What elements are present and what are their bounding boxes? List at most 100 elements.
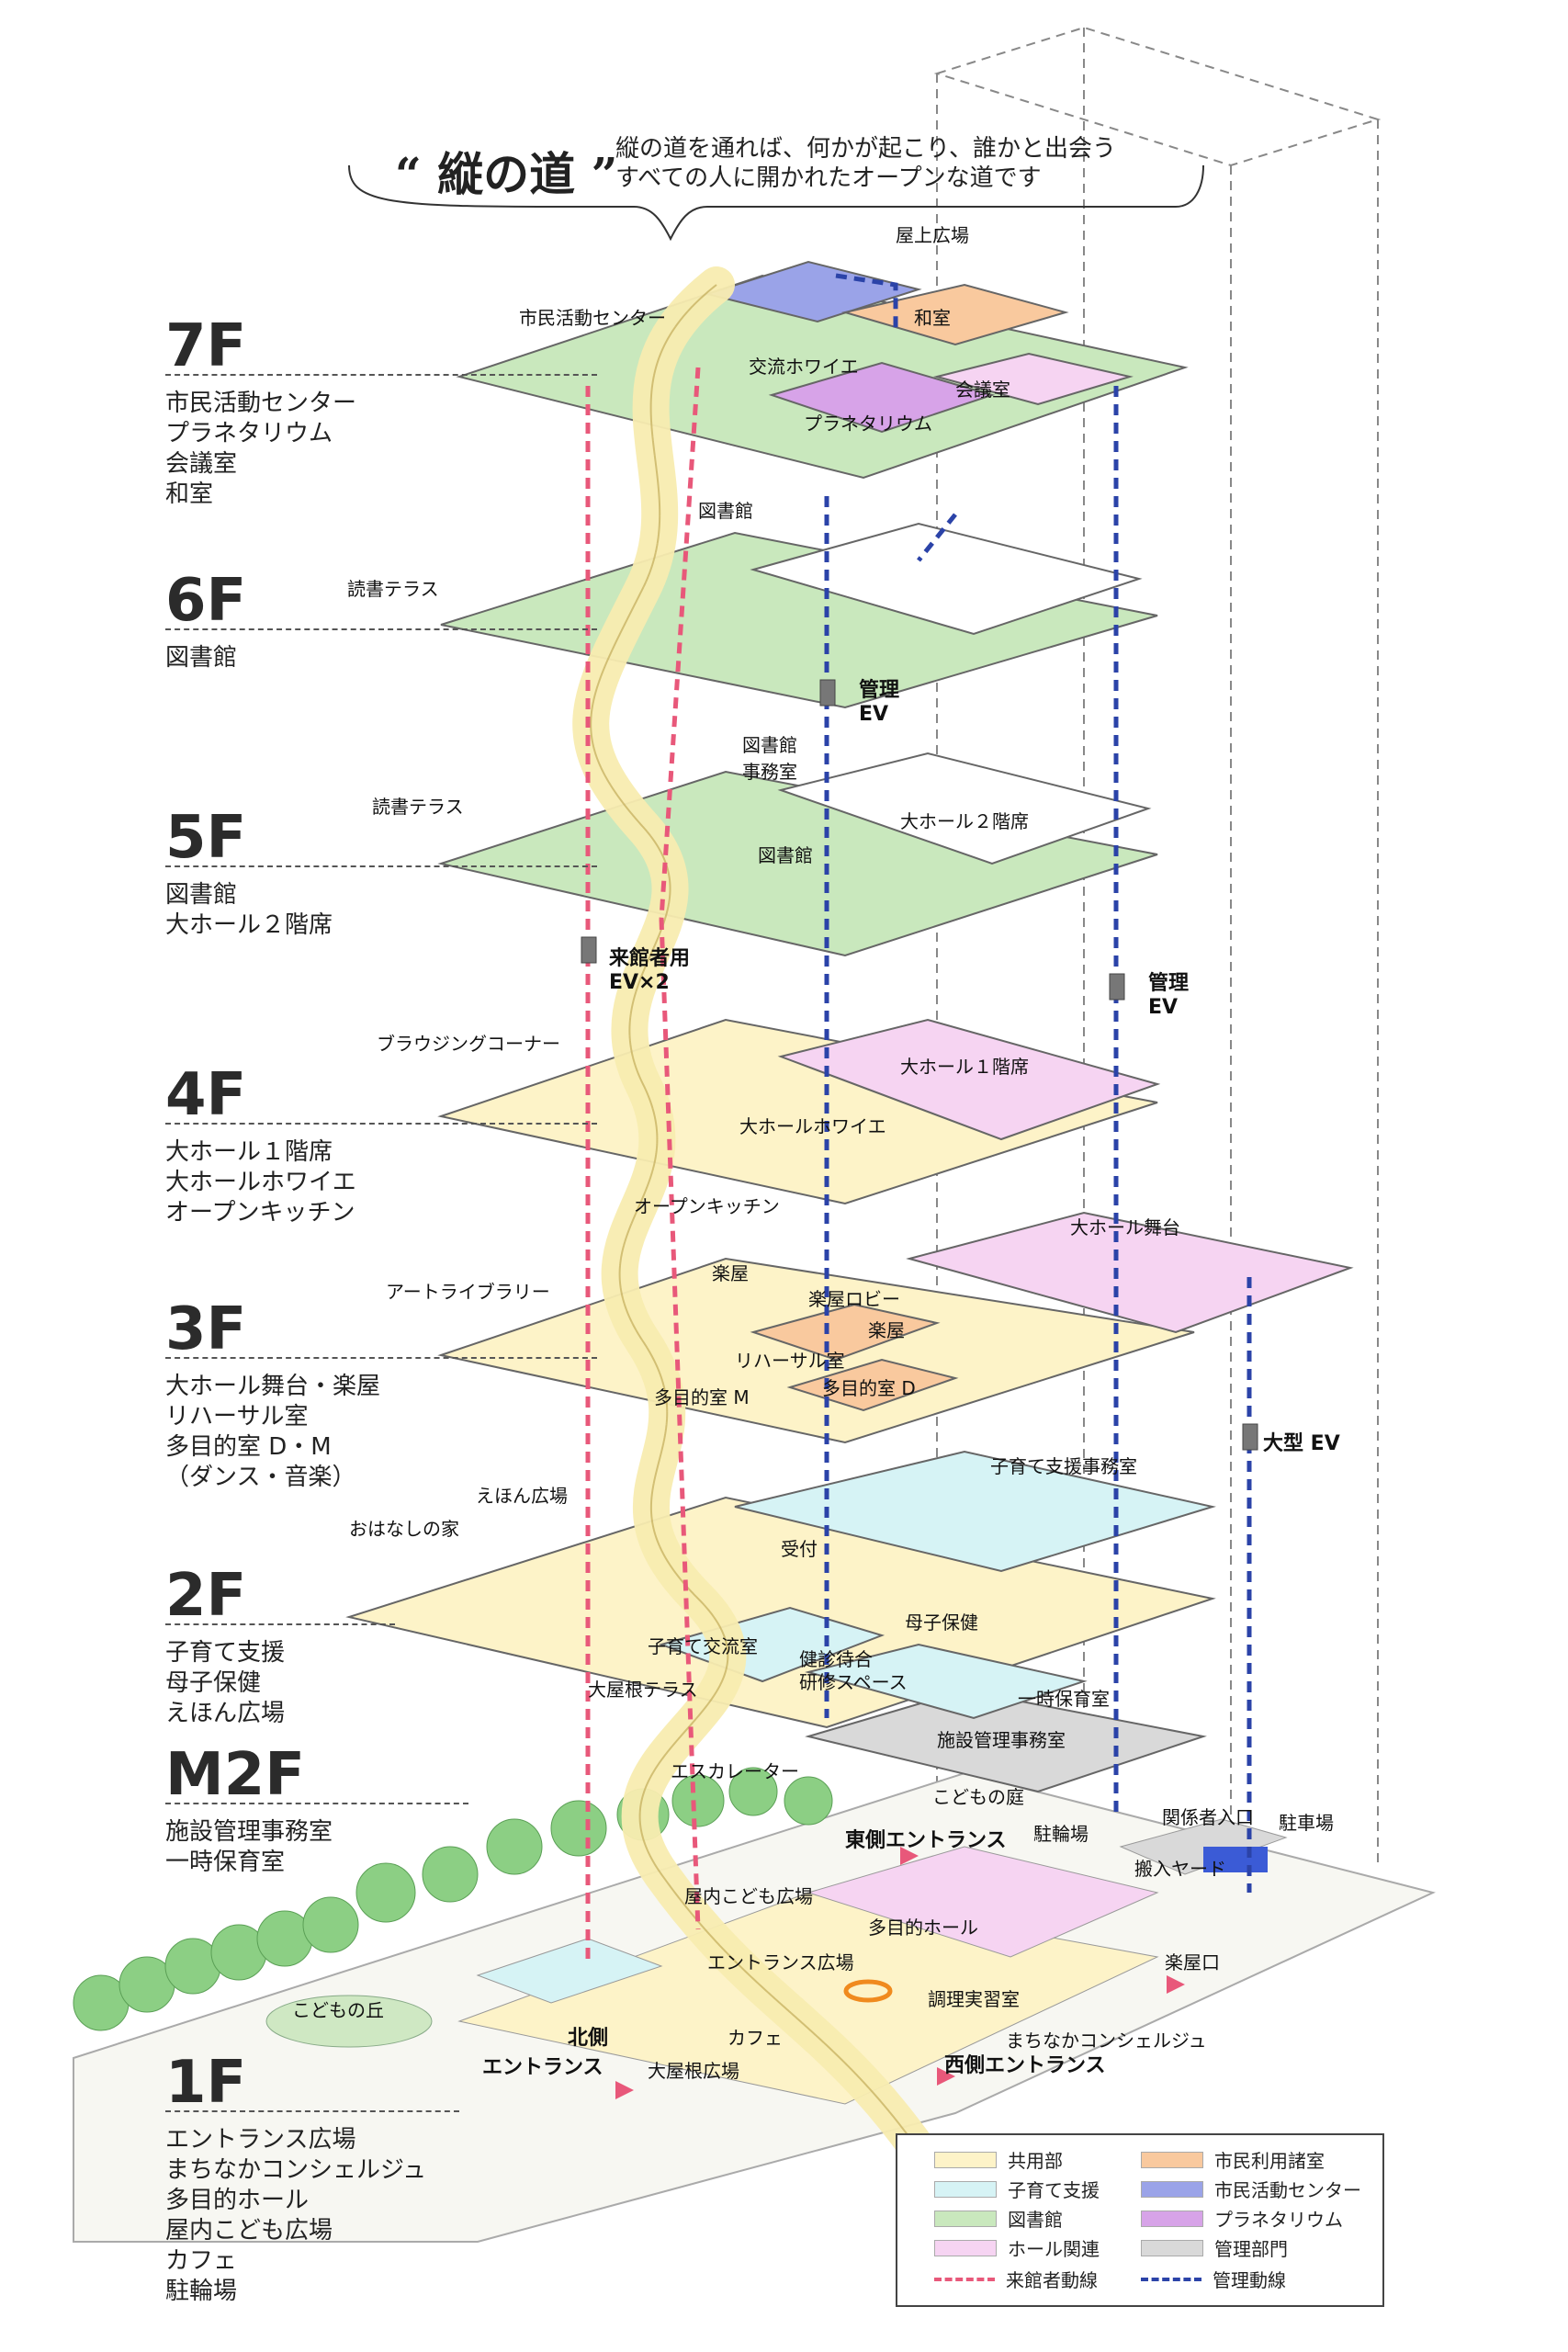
label-facility-office: 施設管理事務室 xyxy=(937,1729,1066,1751)
legend-swatch xyxy=(934,2210,997,2227)
legend-label: 共用部 xyxy=(1008,2150,1063,2172)
label-dressing-room-1: 楽屋 xyxy=(712,1262,749,1284)
legend-item: 図書館 xyxy=(934,2205,1063,2232)
floor-item: （ダンス・音楽） xyxy=(165,1464,356,1491)
subtitle-line-1: 縦の道を通れば、何かが起こり、誰かと出会う xyxy=(615,135,1116,163)
floor-item: 市民活動センター xyxy=(165,390,357,417)
floor-label-3f: 3F 大ホール舞台・楽屋 リハーサル室 多目的室 D・M （ダンス・音楽） xyxy=(165,1295,597,1493)
floor-item: オープンキッチン xyxy=(165,1199,355,1227)
legend-line xyxy=(934,2277,995,2281)
floor-item: 母子保健 xyxy=(165,1669,262,1697)
trees xyxy=(73,1767,833,2031)
floor-item: プラネタリウム xyxy=(165,420,333,447)
floor-number: 7F xyxy=(165,312,247,380)
label-dressing-lobby: 楽屋ロビー xyxy=(808,1288,900,1310)
floor-label-m2f: M2F 施設管理事務室 一時保育室 xyxy=(165,1741,468,1878)
floor-number: M2F xyxy=(165,1741,305,1809)
label-picturebook-plaza: えほん広場 xyxy=(476,1485,568,1507)
label-library-6f: 図書館 xyxy=(698,500,753,522)
label-open-kitchen: オープンキッチン xyxy=(634,1195,780,1217)
floor-item: 多目的ホール xyxy=(165,2187,310,2214)
label-kids-garden: こどもの庭 xyxy=(932,1786,1024,1808)
legend-item: 来館者動線 xyxy=(934,2266,1098,2292)
entrance-markers xyxy=(615,1847,1185,2099)
legend-item: 市民活動センター xyxy=(1141,2176,1361,2202)
legend-swatch xyxy=(1141,2151,1203,2168)
floor-items: 大ホール舞台・楽屋 リハーサル室 多目的室 D・M （ダンス・音楽） xyxy=(165,1372,380,1493)
label-loading-yard: 搬入ヤード xyxy=(1134,1858,1226,1880)
floor-number: 3F xyxy=(165,1295,247,1363)
legend-label: 管理動線 xyxy=(1213,2269,1286,2291)
legend-label: 市民活動センター xyxy=(1214,2179,1361,2201)
label-hall-foyer: 大ホールホワイエ xyxy=(739,1115,886,1137)
label-freight-ev: 大型 EV xyxy=(1263,1432,1340,1455)
legend-label: ホール関連 xyxy=(1008,2238,1100,2260)
legend: 共用部 市民利用諸室 子育て支援 市民活動センター 図書館 プラネタリウム ホー… xyxy=(896,2133,1384,2307)
legend-item: 管理部門 xyxy=(1141,2234,1288,2261)
label-multipurpose-hall: 多目的ホール xyxy=(868,1917,978,1939)
label-meeting-room: 会議室 xyxy=(955,379,1010,401)
floor-item: 会議室 xyxy=(165,450,238,478)
legend-item: ホール関連 xyxy=(934,2234,1100,2261)
legend-item: 市民利用諸室 xyxy=(1141,2146,1325,2173)
legend-swatch xyxy=(934,2151,997,2168)
floor-label-7f: 7F 市民活動センター プラネタリウム 会議室 和室 xyxy=(165,312,597,510)
label-training-space: 研修スペース xyxy=(799,1671,908,1693)
legend-label: 図書館 xyxy=(1008,2209,1063,2231)
elevator-blocks xyxy=(581,679,1258,1451)
label-concierge: まちなかコンシェルジュ xyxy=(1006,2030,1207,2052)
plate-m2f xyxy=(805,1689,1207,1793)
floor-label-1f: 1F エントランス広場 まちなかコンシェルジュ 多目的ホール 屋内こども広場 カ… xyxy=(165,2053,459,2307)
visitor-circulation xyxy=(585,367,701,1966)
floor-item: 大ホール舞台・楽屋 xyxy=(165,1373,381,1400)
label-exchange-foyer: 交流ホワイエ xyxy=(749,356,859,378)
floor-number: 6F xyxy=(165,567,247,635)
floor-items: 図書館 xyxy=(165,643,246,673)
floor-item: 図書館 xyxy=(165,644,238,672)
label-stage-door: 楽屋口 xyxy=(1165,1951,1220,1973)
label-west-entrance: 西側エントランス xyxy=(944,2054,1106,2077)
label-hall-2nd-seats: 大ホール２階席 xyxy=(900,810,1029,832)
label-story-house: おはなしの家 xyxy=(349,1518,459,1540)
diagram-subtitle: 縦の道を通れば、何かが起こり、誰かと出会う すべての人に開かれたオープンな道です xyxy=(615,134,1116,193)
label-parking: 駐車場 xyxy=(1279,1812,1334,1834)
visitor-ev-text: EV×2 xyxy=(609,971,670,994)
visitor-ev-text: 来館者用 xyxy=(609,947,691,970)
label-entrance-plaza: エントランス広場 xyxy=(707,1951,854,1973)
label-art-library: アートライブラリー xyxy=(386,1281,550,1303)
legend-line xyxy=(1141,2277,1201,2281)
label-reading-terrace-5f: 読書テラス xyxy=(372,796,464,818)
heading-brace xyxy=(348,164,1204,242)
label-checkup-waiting: 健診待合 xyxy=(799,1648,873,1670)
floor-item: まちなかコンシェルジュ xyxy=(165,2156,427,2184)
admin-ev-text: EV xyxy=(859,703,889,726)
floor-item: カフェ xyxy=(165,2247,238,2275)
floor-items: 図書館 大ホール２階席 xyxy=(165,880,333,941)
legend-label: プラネタリウム xyxy=(1214,2209,1343,2231)
floor-number: 2F xyxy=(165,1562,247,1630)
label-escalator: エスカレーター xyxy=(671,1760,799,1782)
floor-items: 施設管理事務室 一時保育室 xyxy=(165,1817,333,1878)
legend-swatch xyxy=(1141,2239,1203,2256)
floor-items: 子育て支援 母子保健 えほん広場 xyxy=(165,1638,285,1729)
legend-label: 子育て支援 xyxy=(1008,2179,1100,2201)
site-ground xyxy=(73,1771,1436,2243)
floor-item: 大ホール１階席 xyxy=(165,1138,333,1166)
label-big-roof-plaza: 大屋根広場 xyxy=(648,2060,739,2082)
legend-swatch xyxy=(934,2180,997,2198)
floor-number: 5F xyxy=(165,804,247,872)
label-cooking-room: 調理実習室 xyxy=(928,1988,1020,2010)
label-staff-entrance: 関係者入口 xyxy=(1162,1806,1254,1828)
label-kids-hill: こどもの丘 xyxy=(292,1999,384,2021)
label-north-entrance-1: 北側 xyxy=(568,2027,609,2050)
library-office-line1: 図書館 xyxy=(742,734,797,756)
legend-item: 子育て支援 xyxy=(934,2176,1100,2202)
legend-item: 共用部 xyxy=(934,2146,1063,2173)
admin-ev-text: 管理 xyxy=(859,679,900,702)
floor-label-4f: 4F 大ホール１階席 大ホールホワイエ オープンキッチン xyxy=(165,1066,597,1228)
floor-label-2f: 2F 子育て支援 母子保健 えほん広場 xyxy=(165,1562,395,1729)
label-north-entrance-2: エントランス xyxy=(482,2056,604,2079)
